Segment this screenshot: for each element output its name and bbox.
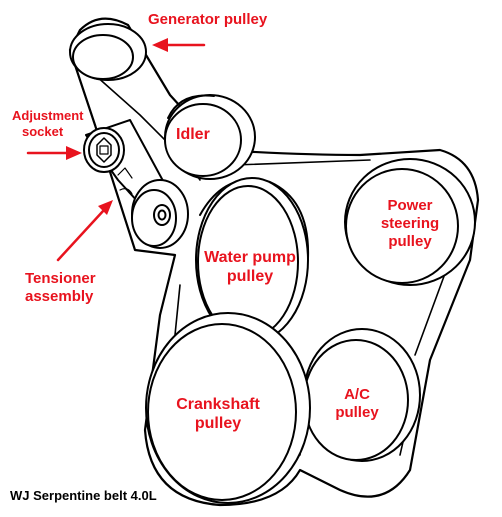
idler-pulley: [164, 94, 256, 180]
power-steering-pulley-label-line2: steering: [380, 215, 440, 232]
crankshaft-pulley-label-line1: Crankshaft: [176, 396, 260, 413]
tensioner-assembly-label: Tensioner assembly: [25, 270, 96, 306]
generator-pulley-label: Generator pulley: [148, 11, 267, 29]
adjustment-socket-arrow: [26, 146, 82, 160]
diagram-caption: WJ Serpentine belt 4.0L: [10, 488, 157, 504]
idler-label: Idler: [176, 125, 210, 144]
adjustment-socket-label-line1: Adjustment: [12, 108, 84, 123]
power-steering-pulley-label-line1: Power: [387, 197, 433, 214]
water-pump-pulley-label: Water pump pulley: [200, 248, 300, 286]
power-steering-pulley-label: Power steering pulley: [366, 197, 454, 251]
adjustment-socket-label: Adjustment socket: [12, 108, 84, 139]
ac-pulley: [303, 328, 421, 462]
crankshaft-pulley-label-line2: pulley: [194, 415, 242, 433]
adjustment-socket: [83, 127, 125, 173]
power-steering-pulley: [344, 158, 476, 286]
tensioner-assembly-label-line2: assembly: [25, 288, 94, 305]
water-pump-pulley: [195, 177, 310, 343]
crankshaft-pulley: [145, 312, 311, 504]
adjustment-socket-label-line2: socket: [22, 123, 64, 139]
ac-pulley-label-line1: A/C: [344, 386, 370, 403]
diagram-caption-text: WJ Serpentine belt 4.0L: [10, 488, 157, 503]
ac-pulley-label-line2: pulley: [335, 404, 379, 421]
tensioner-arrow: [56, 200, 113, 262]
crankshaft-pulley-label: Crankshaft pulley: [163, 395, 273, 433]
power-steering-pulley-label-line3: pulley: [388, 233, 432, 250]
ac-pulley-label: A/C pulley: [322, 386, 392, 422]
tensioner-pulley: [131, 179, 189, 249]
water-pump-pulley-label-line1: Water pump: [204, 249, 296, 266]
water-pump-pulley-label-line2: pulley: [226, 268, 274, 286]
tensioner-assembly-label-line1: Tensioner: [25, 270, 96, 287]
generator-arrow: [152, 38, 206, 52]
generator-pulley-label-text: Generator pulley: [148, 11, 268, 28]
idler-label-text: Idler: [176, 126, 210, 143]
generator-pulley: [69, 23, 147, 81]
